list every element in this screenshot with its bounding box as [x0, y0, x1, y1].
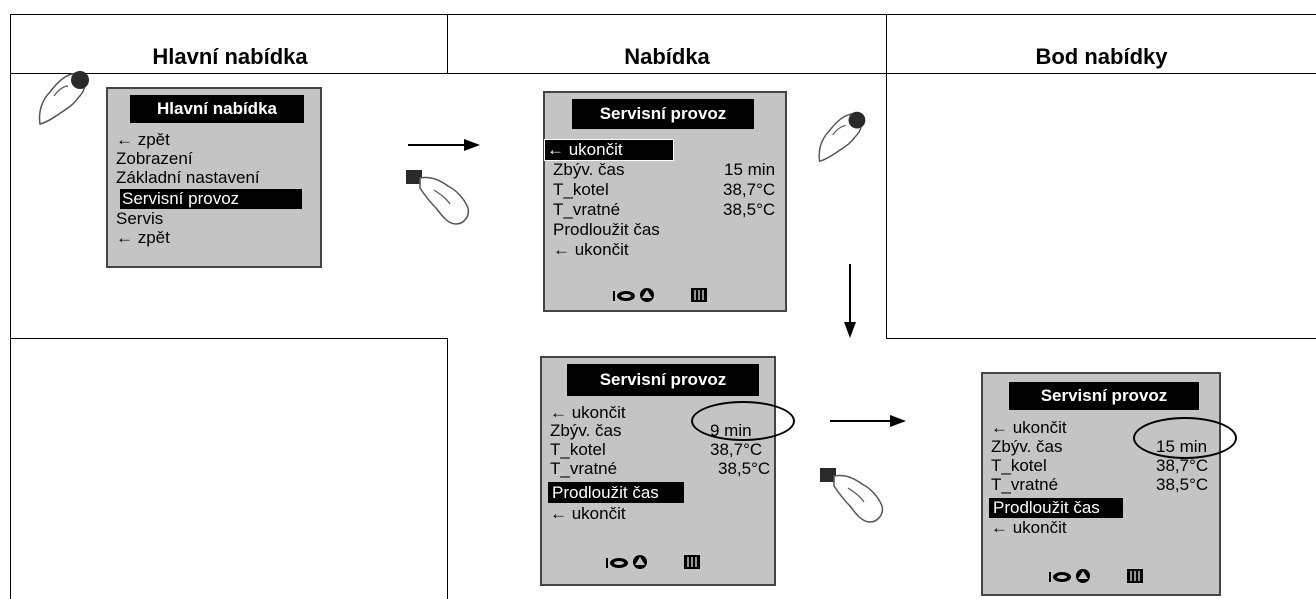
screen-title: Hlavní nabídka — [130, 95, 304, 123]
radiator-icon — [1126, 569, 1143, 583]
menu-item-label: Prodloužit čas — [993, 498, 1100, 517]
menu-item-back-bottom[interactable]: ← zpět — [116, 228, 170, 247]
return-temp-value: 38,5°C — [723, 200, 776, 219]
column-title-menu-item: Bod nabídky — [1035, 44, 1168, 69]
boiler-temp-value: 38,7°C — [710, 440, 763, 459]
pump-icon — [640, 288, 655, 302]
arrow-down-icon — [844, 264, 856, 338]
return-temp-value: 38,5°C — [718, 459, 771, 478]
screen-title: Servisní provoz — [567, 364, 759, 396]
boiler-temp-row: T_kotel 38,7°C — [553, 181, 778, 199]
boiler-temp-row: T_kotel 38,7°C — [550, 441, 770, 459]
menu-item-extend-time[interactable]: Prodloužit čas — [553, 220, 660, 239]
pump-icon — [1076, 569, 1091, 583]
boiler-temp-label: T_kotel — [550, 440, 606, 459]
menu-item-label: Servisní provoz — [122, 189, 240, 208]
pump-icon — [633, 555, 648, 569]
boiler-temp-value: 38,7°C — [723, 180, 776, 199]
boiler-temp-label: T_kotel — [553, 180, 609, 199]
remaining-time-value: 15 min — [724, 160, 776, 179]
grid-line-lower-left — [447, 338, 448, 599]
return-temp-row: T_vratné 38,5°C — [991, 476, 1211, 494]
menu-item-exit[interactable]: ← ukončit — [550, 403, 626, 422]
arrow-right-icon — [408, 139, 480, 151]
menu-item-service-mode[interactable]: Servisní provoz — [120, 189, 302, 209]
menu-item-exit-bottom[interactable]: ← ukončit — [991, 518, 1067, 537]
main-menu-screen: Hlavní nabídka ← zpět Zobrazení Základní… — [106, 87, 322, 268]
status-icons — [613, 287, 708, 308]
boiler-temp-row: T_kotel 38,7°C — [991, 457, 1211, 475]
grid-line-mid-left — [10, 338, 448, 339]
menu-item-label: Prodloužit čas — [552, 483, 659, 502]
grid-line-top — [10, 14, 1316, 15]
menu-item-exit[interactable]: ← ukončit — [991, 418, 1067, 437]
arrow-right-icon — [830, 415, 906, 427]
column-title-menu: Nabídka — [624, 44, 710, 69]
highlight-ellipse — [691, 401, 795, 441]
column-title-main-menu: Hlavní nabídka — [152, 44, 308, 69]
service-mode-screen: Servisní provoz ← ukončit Zbýv. čas 15 mi… — [543, 91, 787, 312]
boiler-temp-value: 38,7°C — [1156, 456, 1209, 475]
return-temp-row: T_vratné 38,5°C — [550, 460, 770, 478]
boiler-temp-label: T_kotel — [991, 456, 1047, 475]
return-temp-label: T_vratné — [550, 459, 618, 478]
menu-item-label: ← ukončit — [547, 140, 623, 159]
radiator-icon — [683, 555, 700, 569]
return-temp-row: T_vratné 38,5°C — [553, 201, 778, 219]
screen-title: Servisní provoz — [1009, 382, 1199, 410]
return-temp-label: T_vratné — [553, 200, 621, 219]
grid-line-left — [10, 14, 11, 599]
menu-item-back[interactable]: ← zpět — [116, 130, 170, 149]
grid-line-col1 — [447, 14, 448, 74]
highlight-ellipse — [1133, 417, 1237, 459]
return-temp-label: T_vratné — [991, 475, 1059, 494]
hand-press-icon — [406, 170, 470, 225]
grid-line-mid-right — [886, 338, 1316, 339]
grid-line-header — [10, 73, 1316, 74]
burner-icon — [613, 291, 635, 301]
menu-item-display[interactable]: Zobrazení — [116, 149, 193, 168]
remaining-time-label: Zbýv. čas — [991, 437, 1063, 456]
menu-item-exit[interactable]: ← ukončit — [544, 139, 674, 161]
menu-item-exit-bottom[interactable]: ← ukončit — [553, 240, 629, 259]
menu-item-extend-time[interactable]: Prodloužit čas — [548, 482, 684, 503]
hand-press-icon — [820, 468, 884, 523]
radiator-icon — [690, 288, 707, 302]
menu-item-service[interactable]: Servis — [116, 209, 164, 228]
menu-item-extend-time[interactable]: Prodloužit čas — [989, 498, 1123, 518]
hand-knob-icon — [38, 71, 89, 125]
return-temp-value: 38,5°C — [1156, 475, 1209, 494]
menu-item-exit-bottom[interactable]: ← ukončit — [550, 504, 626, 523]
remaining-time-label: Zbýv. čas — [553, 160, 625, 179]
burner-icon — [606, 558, 628, 568]
screen-title: Servisní provoz — [572, 99, 754, 129]
status-icons — [1049, 568, 1144, 589]
remaining-time-row: Zbýv. čas 15 min — [553, 161, 778, 179]
hand-knob-icon — [818, 111, 866, 163]
grid-line-col2 — [886, 14, 887, 339]
remaining-time-label: Zbýv. čas — [550, 421, 622, 440]
status-icons — [606, 554, 701, 575]
menu-item-basic-settings[interactable]: Základní nastavení — [116, 168, 260, 187]
burner-icon — [1049, 572, 1071, 582]
